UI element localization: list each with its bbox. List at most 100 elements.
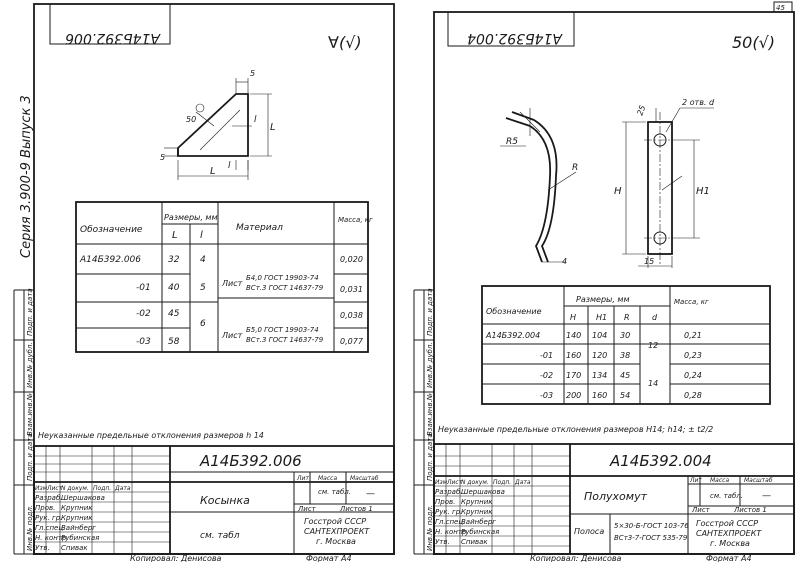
svg-text:Пров.: Пров.: [435, 498, 455, 506]
stamp-code: А14Б392.006: [199, 452, 302, 470]
svg-text:H: H: [570, 313, 576, 322]
svg-text:Спивак: Спивак: [461, 538, 488, 546]
svg-text:Рук. гр.: Рук. гр.: [35, 514, 62, 522]
svg-text:Лист: Лист: [221, 331, 243, 340]
svg-text:15: 15: [644, 257, 654, 266]
svg-text:40: 40: [168, 283, 180, 293]
svg-text:Разраб.: Разраб.: [435, 488, 463, 496]
svg-text:0,077: 0,077: [340, 337, 364, 346]
svg-text:Крупник: Крупник: [461, 498, 493, 506]
svg-text:Материал: Материал: [236, 223, 283, 233]
roughness-symbol: 50(√): [732, 33, 775, 52]
svg-text:Лист: Лист: [221, 279, 243, 288]
svg-text:Рубинская: Рубинская: [61, 534, 99, 542]
svg-text:Лист: Лист: [297, 505, 317, 513]
svg-text:140: 140: [566, 331, 581, 340]
side-label: Инв.№ подл.: [26, 505, 34, 551]
svg-text:Масса, кг: Масса, кг: [674, 298, 709, 306]
svg-text:Листов 1: Листов 1: [733, 506, 767, 514]
svg-text:ВСт.3 ГОСТ 14637-79: ВСт.3 ГОСТ 14637-79: [246, 284, 324, 292]
svg-text:H1: H1: [596, 313, 607, 322]
roughness-symbol: ∀(√): [328, 33, 362, 52]
svg-text:САНТЕХПРОЕКТ: САНТЕХПРОЕКТ: [304, 527, 370, 536]
title-block: Изм Лист N докум. Подп. Дата Разраб. Про…: [33, 445, 395, 555]
svg-text:32: 32: [168, 255, 180, 265]
svg-text:Масса: Масса: [710, 477, 729, 484]
svg-text:Лит: Лит: [296, 475, 309, 482]
svg-text:Масса, кг: Масса, кг: [338, 216, 373, 224]
svg-text:0,020: 0,020: [340, 255, 363, 264]
svg-text:Рук. гр.: Рук. гр.: [435, 508, 462, 516]
svg-text:Б5,0 ГОСТ 19903-74: Б5,0 ГОСТ 19903-74: [246, 326, 319, 334]
half-clamp-drawing: R5 R 4: [500, 108, 578, 266]
svg-text:50: 50: [186, 115, 196, 124]
format-label: Формат А4: [706, 554, 752, 562]
svg-text:А14Б392.006: А14Б392.006: [79, 255, 141, 265]
svg-text:Масса: Масса: [318, 475, 337, 482]
svg-text:Полоса: Полоса: [574, 527, 604, 536]
svg-text:200: 200: [566, 391, 581, 400]
svg-text:Разраб.: Разраб.: [35, 494, 63, 502]
side-label: Взам.инв.№: [26, 393, 34, 436]
svg-text:Утв.: Утв.: [35, 544, 50, 552]
svg-text:58: 58: [168, 337, 180, 347]
sizes-table: Обозначение Размеры, мм L l Материал Мас…: [75, 201, 373, 353]
title-block: Изм Лист N докум. Подп. Дата Разраб. Про…: [433, 443, 795, 555]
svg-text:см. табл.: см. табл.: [710, 492, 743, 500]
svg-text:160: 160: [592, 391, 607, 400]
svg-text:Крупник: Крупник: [61, 514, 93, 522]
svg-text:Н. контр.: Н. контр.: [435, 528, 469, 536]
svg-text:5: 5: [160, 153, 165, 162]
copied-by: Копировал: Денисова: [130, 554, 222, 562]
svg-text:Пров.: Пров.: [35, 504, 55, 512]
svg-text:Спивак: Спивак: [61, 544, 88, 552]
series-label: Серия 3.900-9 Выпуск 3: [19, 95, 34, 258]
svg-text:6: 6: [200, 319, 206, 329]
side-label: Инв.№ дубл.: [26, 342, 34, 388]
svg-text:H1: H1: [696, 186, 710, 197]
copied-by: Копировал: Денисова: [530, 554, 622, 562]
svg-text:Лист: Лист: [446, 479, 463, 486]
svg-text:Дата: Дата: [114, 485, 131, 492]
svg-text:Масштаб: Масштаб: [744, 477, 773, 484]
svg-text:Лист: Лист: [691, 506, 711, 514]
svg-text:N докум.: N докум.: [461, 479, 489, 486]
stamp-code: А14Б392.004: [609, 452, 712, 470]
svg-text:4: 4: [562, 257, 567, 266]
svg-text:0,21: 0,21: [684, 331, 702, 340]
svg-text:0,031: 0,031: [340, 285, 363, 294]
svg-text:Крупник: Крупник: [61, 504, 93, 512]
svg-text:5: 5: [250, 69, 255, 78]
svg-text:d: d: [652, 313, 658, 322]
svg-text:5: 5: [200, 283, 206, 293]
svg-text:160: 160: [566, 351, 581, 360]
svg-text:5×30-Б-ГОСТ 103-76: 5×30-Б-ГОСТ 103-76: [614, 522, 689, 530]
svg-text:САНТЕХПРОЕКТ: САНТЕХПРОЕКТ: [696, 529, 762, 538]
svg-text:Вайнберг: Вайнберг: [461, 518, 496, 526]
side-label: Подп. и дата: [26, 288, 34, 336]
page-number: 45: [776, 4, 785, 12]
svg-text:ВСт3-7-ГОСТ 535-79: ВСт3-7-ГОСТ 535-79: [614, 534, 688, 542]
svg-text:30: 30: [620, 331, 630, 340]
svg-text:N докум.: N докум.: [61, 485, 89, 492]
stamp-title: Косынка: [200, 494, 250, 507]
sizes-table: Обозначение Размеры, мм H H1 R d Масса, …: [481, 285, 771, 405]
side-label: Инв.№ дубл.: [426, 342, 434, 388]
svg-text:Шершакова: Шершакова: [61, 494, 105, 502]
svg-text:г. Москва: г. Москва: [316, 537, 356, 546]
svg-text:R5: R5: [506, 137, 518, 147]
svg-text:38: 38: [620, 351, 630, 360]
drawing-sheet-left: Подп. и дата Инв.№ дубл. Взам.инв.№ Подп…: [13, 3, 395, 562]
svg-text:0,23: 0,23: [684, 351, 702, 360]
side-label: Подп. и дата: [26, 433, 34, 481]
svg-text:-01: -01: [136, 283, 151, 293]
strip-drawing: H H1 15 25 2 отв. d: [614, 98, 715, 268]
svg-text:L: L: [270, 122, 276, 133]
gusset-drawing: 5 L l 50 5 l L: [160, 69, 276, 180]
svg-text:Обозначение: Обозначение: [486, 307, 542, 316]
svg-text:г. Москва: г. Москва: [710, 539, 750, 548]
svg-text:Утв.: Утв.: [435, 538, 450, 546]
svg-text:R: R: [572, 163, 578, 173]
svg-text:Б4,0 ГОСТ 19903-74: Б4,0 ГОСТ 19903-74: [246, 274, 319, 282]
svg-text:12: 12: [648, 341, 658, 350]
